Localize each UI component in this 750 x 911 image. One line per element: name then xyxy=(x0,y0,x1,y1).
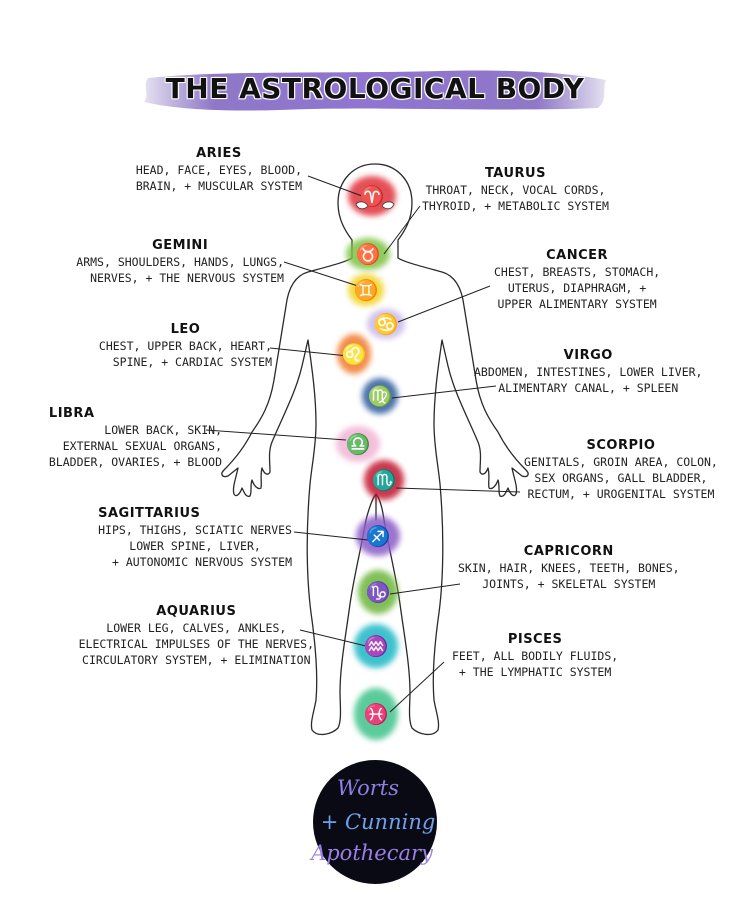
blotch-taurus xyxy=(346,238,390,270)
glyph-aquarius-icon: ♒ xyxy=(364,634,389,658)
sign-desc-scorpio-1: GENITALS, GROIN AREA, COLON, xyxy=(524,455,718,469)
sign-name-virgo: VIRGO xyxy=(563,348,613,363)
sign-desc-aquarius-2: ELECTRICAL IMPULSES OF THE NERVES, xyxy=(78,637,314,651)
sign-desc-cancer-1: CHEST, BREASTS, STOMACH, xyxy=(494,265,661,279)
leader-lines xyxy=(205,175,521,713)
logo-line-2: + Cunning xyxy=(321,810,436,834)
sign-desc-aquarius-1: LOWER LEG, CALVES, ANKLES, xyxy=(106,621,287,635)
sign-desc-sagittarius-1: HIPS, THIGHS, SCIATIC NERVES xyxy=(98,523,292,537)
sign-desc-leo-1: CHEST, UPPER BACK, HEART, xyxy=(98,339,272,353)
label-aries: ARIES HEAD, FACE, EYES, BLOOD, BRAIN, + … xyxy=(136,146,302,194)
leader-line-leo xyxy=(269,347,349,357)
label-taurus: TAURUS THROAT, NECK, VOCAL CORDS, THYROI… xyxy=(422,166,609,214)
sign-name-sagittarius: SAGITTARIUS xyxy=(98,506,201,521)
label-scorpio: SCORPIO GENITALS, GROIN AREA, COLON, SEX… xyxy=(524,438,718,502)
sign-desc-libra-2: EXTERNAL SEXUAL ORGANS, xyxy=(62,439,222,453)
glyph-taurus-icon: ♉ xyxy=(356,242,381,266)
label-leo: LEO CHEST, UPPER BACK, HEART, SPINE, + C… xyxy=(99,322,272,370)
sign-desc-scorpio-2: SEX ORGANS, GALL BLADDER, xyxy=(534,471,708,485)
logo-line-3: Apothecary xyxy=(309,841,434,865)
label-sagittarius: SAGITTARIUS HIPS, THIGHS, SCIATIC NERVES… xyxy=(98,506,292,570)
sign-name-libra: LIBRA xyxy=(48,406,95,421)
sign-desc-aquarius-3: CIRCULATORY SYSTEM, + ELIMINATION xyxy=(82,653,311,667)
sign-name-capricorn: CAPRICORN xyxy=(523,544,614,559)
sign-desc-gemini-2: NERVES, + THE NERVOUS SYSTEM xyxy=(90,271,284,285)
label-libra: LIBRA LOWER BACK, SKIN, EXTERNAL SEXUAL … xyxy=(49,406,222,470)
label-capricorn: CAPRICORN SKIN, HAIR, KNEES, TEETH, BONE… xyxy=(458,544,680,592)
zodiac-glyphs: ♈♉♊♋♌♍♎♏♐♑♒♓ xyxy=(342,184,399,726)
sign-name-aquarius: AQUARIUS xyxy=(156,604,237,619)
blotch-cancer xyxy=(367,309,405,339)
label-virgo: VIRGO ABDOMEN, INTESTINES, LOWER LIVER, … xyxy=(474,348,702,396)
sign-desc-cancer-3: UPPER ALIMENTARY SYSTEM xyxy=(497,297,657,311)
sign-name-gemini: GEMINI xyxy=(152,238,209,253)
blotch-libra xyxy=(336,426,380,462)
watercolor-blotches xyxy=(336,176,405,740)
glyph-pisces-icon: ♓ xyxy=(364,702,389,726)
blotch-leo xyxy=(337,334,371,374)
blotch-capricorn xyxy=(358,570,398,614)
title-watercolor-wash xyxy=(144,70,606,111)
sign-desc-virgo-2: ALIMENTARY CANAL, + SPLEEN xyxy=(498,381,679,395)
label-aquarius: AQUARIUS LOWER LEG, CALVES, ANKLES, ELEC… xyxy=(79,604,314,668)
sign-name-cancer: CANCER xyxy=(546,248,609,263)
sign-desc-taurus-2: THYROID, + METABOLIC SYSTEM xyxy=(422,199,609,213)
leader-line-scorpio xyxy=(395,487,521,493)
sign-desc-cancer-2: UTERUS, DIAPHRAGM, + xyxy=(507,281,647,295)
leader-line-capricorn xyxy=(389,583,461,595)
sign-desc-virgo-1: ABDOMEN, INTESTINES, LOWER LIVER, xyxy=(474,365,703,379)
logo-line-1: Worts xyxy=(337,776,399,800)
glyph-libra-icon: ♎ xyxy=(346,432,371,456)
leader-line-pisces xyxy=(389,661,445,713)
leader-line-aquarius xyxy=(299,629,367,647)
sign-desc-capricorn-1: SKIN, HAIR, KNEES, TEETH, BONES, xyxy=(458,561,680,575)
leader-line-sagittarius xyxy=(293,531,369,541)
blotch-gemini xyxy=(348,274,384,306)
leader-line-gemini xyxy=(283,261,359,287)
brand-logo: Worts + Cunning Apothecary xyxy=(309,760,437,884)
sign-desc-gemini-1: ARMS, SHOULDERS, HANDS, LUNGS, xyxy=(76,255,284,269)
leader-line-cancer xyxy=(397,285,491,323)
sign-desc-libra-1: LOWER BACK, SKIN, xyxy=(104,423,222,437)
glyph-capricorn-icon: ♑ xyxy=(366,580,391,604)
sign-desc-aries-1: HEAD, FACE, EYES, BLOOD, xyxy=(135,163,302,177)
blotch-scorpio xyxy=(364,460,404,500)
sign-desc-capricorn-2: JOINTS, + SKELETAL SYSTEM xyxy=(482,577,656,591)
sign-name-scorpio: SCORPIO xyxy=(586,438,656,453)
label-cancer: CANCER CHEST, BREASTS, STOMACH, UTERUS, … xyxy=(494,248,660,312)
blotch-pisces xyxy=(354,688,398,740)
blotch-virgo xyxy=(362,378,398,414)
leader-line-virgo xyxy=(391,385,497,399)
glyph-cancer-icon: ♋ xyxy=(374,312,399,336)
sign-desc-leo-2: SPINE, + CARDIAC SYSTEM xyxy=(112,355,272,369)
glyph-scorpio-icon: ♏ xyxy=(372,468,397,492)
glyph-gemini-icon: ♊ xyxy=(354,278,379,302)
glyph-virgo-icon: ♍ xyxy=(368,384,393,408)
label-gemini: GEMINI ARMS, SHOULDERS, HANDS, LUNGS, NE… xyxy=(76,238,284,286)
blotch-aquarius xyxy=(354,624,398,668)
sign-name-pisces: PISCES xyxy=(507,632,563,647)
sign-desc-pisces-2: + THE LYMPHATIC SYSTEM xyxy=(458,665,612,679)
sign-desc-libra-3: BLADDER, OVARIES, + BLOOD xyxy=(48,455,222,469)
sign-desc-sagittarius-3: + AUTONOMIC NERVOUS SYSTEM xyxy=(111,555,292,569)
sign-desc-pisces-1: FEET, ALL BODILY FLUIDS, xyxy=(452,649,619,663)
sign-desc-taurus-1: THROAT, NECK, VOCAL CORDS, xyxy=(425,183,606,197)
sign-desc-scorpio-3: RECTUM, + UROGENITAL SYSTEM xyxy=(527,487,715,501)
leader-line-aries xyxy=(307,175,363,197)
label-pisces: PISCES FEET, ALL BODILY FLUIDS, + THE LY… xyxy=(452,632,618,680)
glyph-leo-icon: ♌ xyxy=(342,342,367,366)
sign-name-leo: LEO xyxy=(170,322,201,337)
sign-desc-sagittarius-2: LOWER SPINE, LIVER, xyxy=(129,539,261,553)
leader-line-libra xyxy=(205,429,347,441)
title-banner: THE ASTROLOGICAL BODY xyxy=(140,64,610,114)
face-eyes xyxy=(355,201,395,210)
blotch-sagittarius xyxy=(356,516,400,556)
sign-desc-aries-2: BRAIN, + MUSCULAR SYSTEM xyxy=(135,179,302,193)
glyph-sagittarius-icon: ♐ xyxy=(366,524,391,548)
sign-name-aries: ARIES xyxy=(196,146,242,161)
page-title: THE ASTROLOGICAL BODY xyxy=(165,72,585,105)
leader-line-taurus xyxy=(383,205,421,255)
sign-name-taurus: TAURUS xyxy=(484,166,546,181)
